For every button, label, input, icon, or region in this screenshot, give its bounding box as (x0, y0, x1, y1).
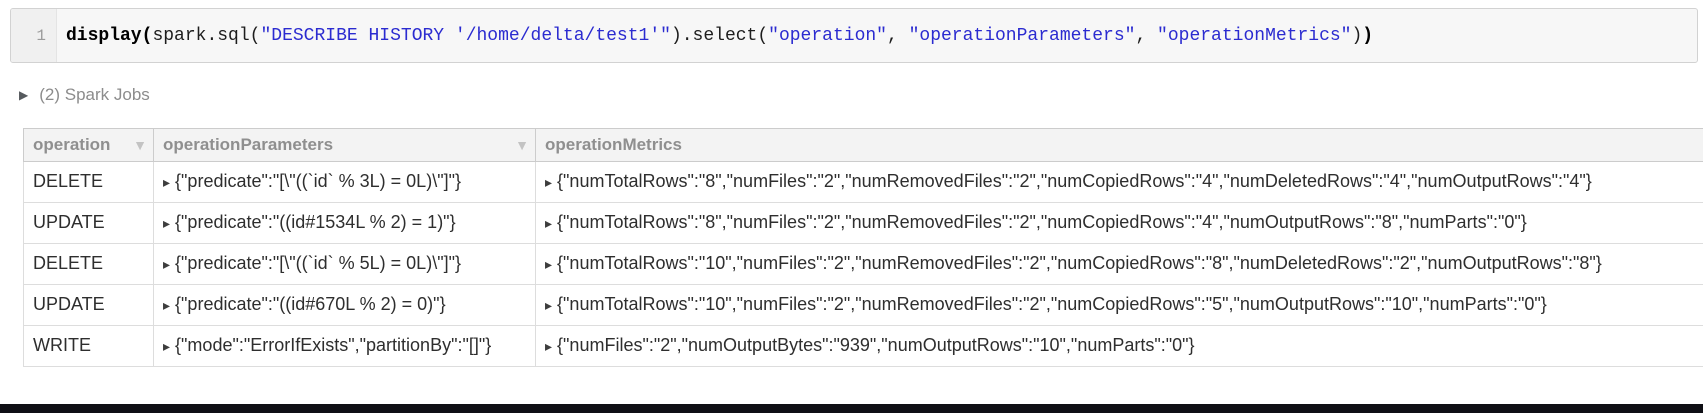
sort-dropdown-icon[interactable]: ▼ (515, 137, 529, 153)
cell-json-text: {"numFiles":"2","numOutputBytes":"939","… (557, 335, 1195, 355)
operation-metrics-cell: ▸{"numTotalRows":"8","numFiles":"2","num… (535, 161, 1703, 203)
table-row: DELETE▸{"predicate":"[\"((`id` % 5L) = 0… (23, 243, 1703, 285)
table-row: UPDATE▸{"predicate":"((id#1534L % 2) = 1… (23, 202, 1703, 244)
cell-json-text: {"mode":"ErrorIfExists","partitionBy":"[… (175, 335, 492, 355)
expand-json-icon[interactable]: ▸ (545, 215, 553, 231)
code-token: "DESCRIBE HISTORY '/home/delta/test1'" (260, 25, 671, 46)
operation-parameters-cell: ▸{"predicate":"[\"((`id` % 3L) = 0L)\"]"… (153, 161, 536, 203)
table-header-row: operation ▼ operationParameters ▼ operationM… (23, 128, 1703, 162)
operation-cell: UPDATE (23, 202, 154, 244)
operation-parameters-cell: ▸{"predicate":"((id#1534L % 2) = 1)"} (153, 202, 536, 244)
column-header-label: operationMetrics (545, 135, 682, 154)
table-row: DELETE▸{"predicate":"[\"((`id` % 3L) = 0… (23, 161, 1703, 203)
operation-parameters-cell: ▸{"predicate":"[\"((`id` % 5L) = 0L)\"]"… (153, 243, 536, 285)
cell-json-text: {"predicate":"[\"((`id` % 3L) = 0L)\"]"} (175, 171, 461, 191)
expand-json-icon[interactable]: ▸ (163, 256, 171, 272)
column-header-operationParameters[interactable]: operationParameters ▼ (153, 128, 536, 162)
cell-json-text: {"numTotalRows":"10","numFiles":"2","num… (557, 294, 1547, 314)
code-token: , (1135, 25, 1158, 46)
expand-json-icon[interactable]: ▸ (545, 338, 553, 354)
table-row: WRITE▸{"mode":"ErrorIfExists","partition… (23, 325, 1703, 367)
operation-cell: DELETE (23, 161, 154, 203)
code-editor-line[interactable]: display(spark.sql("DESCRIBE HISTORY '/ho… (57, 9, 1697, 62)
bottom-window-edge (0, 404, 1703, 413)
operation-cell: WRITE (23, 325, 154, 367)
operation-metrics-cell: ▸{"numTotalRows":"10","numFiles":"2","nu… (535, 243, 1703, 285)
code-token: ( (141, 25, 153, 46)
expand-json-icon[interactable]: ▸ (545, 297, 553, 313)
cell-json-text: {"predicate":"[\"((`id` % 5L) = 0L)\"]"} (175, 253, 461, 273)
spark-jobs-toggle[interactable]: ▶ (2) Spark Jobs (19, 85, 150, 105)
column-header-operation[interactable]: operation ▼ (23, 128, 154, 162)
collapse-arrow-icon[interactable]: ▶ (19, 88, 29, 102)
expand-json-icon[interactable]: ▸ (163, 297, 171, 313)
results-table-container: operation ▼ operationParameters ▼ operationM… (23, 128, 1703, 367)
line-number: 1 (36, 26, 46, 45)
code-token: , (886, 25, 909, 46)
code-token: ) (1362, 25, 1374, 46)
code-token: "operation" (768, 25, 887, 46)
operation-parameters-cell: ▸{"mode":"ErrorIfExists","partitionBy":"… (153, 325, 536, 367)
expand-json-icon[interactable]: ▸ (545, 256, 553, 272)
expand-json-icon[interactable]: ▸ (163, 338, 171, 354)
cell-json-text: {"predicate":"((id#1534L % 2) = 1)"} (175, 212, 456, 232)
operation-cell: UPDATE (23, 284, 154, 326)
operation-cell: DELETE (23, 243, 154, 285)
results-table: operation ▼ operationParameters ▼ operationM… (23, 128, 1703, 367)
code-token: ) (1351, 25, 1363, 46)
expand-json-icon[interactable]: ▸ (163, 174, 171, 190)
cell-json-text: {"numTotalRows":"8","numFiles":"2","numR… (557, 171, 1592, 191)
sort-dropdown-icon[interactable]: ▼ (133, 137, 147, 153)
notebook-code-cell[interactable]: 1 display(spark.sql("DESCRIBE HISTORY '/… (10, 8, 1698, 63)
column-header-label: operationParameters (163, 135, 334, 154)
column-header-label: operation (33, 135, 111, 154)
cell-json-text: {"predicate":"((id#670L % 2) = 0)"} (175, 294, 446, 314)
table-row: UPDATE▸{"predicate":"((id#670L % 2) = 0)… (23, 284, 1703, 326)
operation-metrics-cell: ▸{"numTotalRows":"10","numFiles":"2","nu… (535, 284, 1703, 326)
code-token: ).select( (670, 25, 769, 46)
spark-jobs-label: (2) Spark Jobs (39, 85, 150, 104)
line-number-gutter: 1 (11, 9, 57, 62)
expand-json-icon[interactable]: ▸ (163, 215, 171, 231)
code-token: "operationParameters" (908, 25, 1136, 46)
cell-json-text: {"numTotalRows":"8","numFiles":"2","numR… (557, 212, 1527, 232)
operation-metrics-cell: ▸{"numTotalRows":"8","numFiles":"2","num… (535, 202, 1703, 244)
code-token: "operationMetrics" (1157, 25, 1352, 46)
column-header-operationMetrics[interactable]: operationMetrics▼ (535, 128, 1703, 162)
operation-parameters-cell: ▸{"predicate":"((id#670L % 2) = 0)"} (153, 284, 536, 326)
code-token: display (66, 25, 142, 46)
cell-json-text: {"numTotalRows":"10","numFiles":"2","num… (557, 253, 1602, 273)
expand-json-icon[interactable]: ▸ (545, 174, 553, 190)
operation-metrics-cell: ▸{"numFiles":"2","numOutputBytes":"939",… (535, 325, 1703, 367)
code-token: spark.sql( (152, 25, 261, 46)
